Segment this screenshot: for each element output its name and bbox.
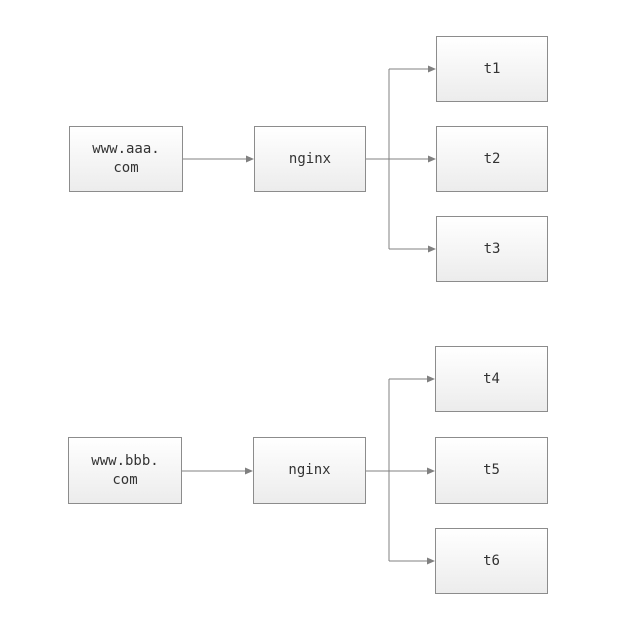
source-box-aaa: www.aaa. com: [69, 126, 183, 192]
nginx-box-2: nginx: [253, 437, 366, 504]
target-box-t6: t6: [435, 528, 548, 594]
target-box-t3: t3: [436, 216, 548, 282]
target-box-t4: t4: [435, 346, 548, 412]
nginx-box-1: nginx: [254, 126, 366, 192]
source-box-bbb: www.bbb. com: [68, 437, 182, 504]
target-box-t5: t5: [435, 437, 548, 504]
target-box-t2: t2: [436, 126, 548, 192]
target-box-t1: t1: [436, 36, 548, 102]
